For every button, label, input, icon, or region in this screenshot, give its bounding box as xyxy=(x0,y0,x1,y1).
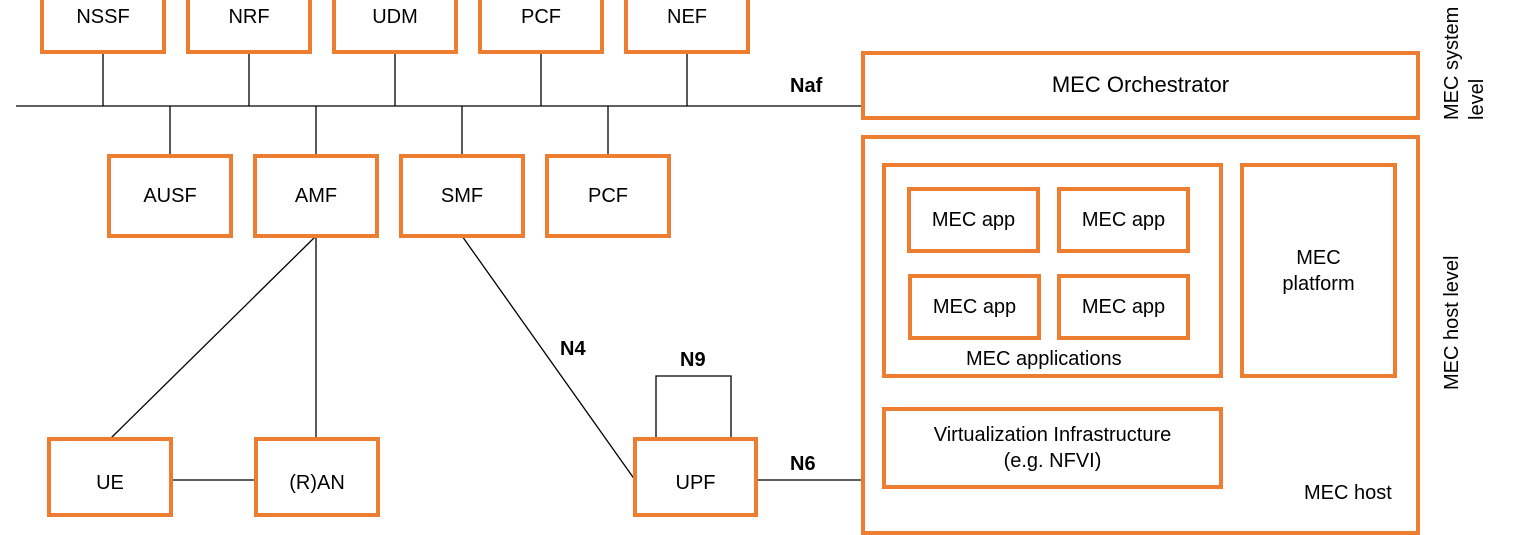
node-label: (R)AN xyxy=(289,472,345,494)
nf-smf: SMF xyxy=(399,154,525,238)
nf-ausf: AUSF xyxy=(107,154,233,238)
platform-label-line1: MEC xyxy=(1296,246,1341,269)
node-label: UPF xyxy=(675,472,716,494)
nf-label: NSSF xyxy=(76,6,130,28)
mec-app: MEC app xyxy=(1057,274,1190,340)
nf-label: SMF xyxy=(440,185,484,207)
interface-naf-label: Naf xyxy=(790,75,823,97)
app-label: MEC app xyxy=(1081,209,1166,231)
virtualization-label-line1: Virtualization Infrastructure xyxy=(933,424,1172,446)
node-label: UE xyxy=(96,472,124,494)
nf-label: AMF xyxy=(294,185,338,207)
nf-label: UDM xyxy=(372,6,418,28)
interface-n6-label: N6 xyxy=(790,453,816,475)
mec-app: MEC app xyxy=(1057,187,1190,253)
nf-nrf: NRF xyxy=(186,0,312,54)
n4-link xyxy=(461,235,636,481)
nf-label: PCF xyxy=(588,185,628,207)
nf-label: AUSF xyxy=(143,185,197,207)
nf-label: NEF xyxy=(667,6,707,28)
virtualization-label-line2: (e.g. NFVI) xyxy=(1003,450,1102,472)
mec-host-level-label: MEC host level xyxy=(1440,256,1465,391)
app-label: MEC app xyxy=(1081,296,1166,318)
mec-system-level-label: MEC system level xyxy=(1440,7,1490,120)
nf-nssf: NSSF xyxy=(40,0,166,54)
app-label: MEC app xyxy=(932,296,1017,318)
nf-udm: UDM xyxy=(332,0,458,54)
connection-lines xyxy=(16,52,862,481)
host-level-text: MEC host level xyxy=(1441,255,1463,391)
amf-ue-link xyxy=(109,235,317,440)
mec-host-label: MEC host xyxy=(1304,482,1392,504)
virtualization-infrastructure: Virtualization Infrastructure (e.g. NFVI… xyxy=(882,407,1223,489)
mec-app: MEC app xyxy=(908,274,1041,340)
node-ran: (R)AN xyxy=(254,437,380,517)
interface-n4-label: N4 xyxy=(560,338,586,360)
system-level-line1: MEC system xyxy=(1441,6,1463,120)
n9-loop xyxy=(655,375,732,439)
mec-app: MEC app xyxy=(907,187,1040,253)
node-upf: UPF xyxy=(633,437,758,517)
nf-label: PCF xyxy=(521,6,561,28)
mec-orchestrator: MEC Orchestrator xyxy=(861,51,1420,120)
mec-platform: MEC platform xyxy=(1240,163,1397,378)
nf-label: NRF xyxy=(228,6,270,28)
interface-n9-label: N9 xyxy=(680,349,706,371)
mec-applications-label: MEC applications xyxy=(966,348,1122,370)
system-level-line2: level xyxy=(1466,78,1488,120)
nf-amf: AMF xyxy=(253,154,379,238)
platform-label-line2: platform xyxy=(1282,272,1355,295)
nf-pcf-bottom: PCF xyxy=(545,154,671,238)
app-label: MEC app xyxy=(931,209,1016,231)
orchestrator-label: MEC Orchestrator xyxy=(1051,72,1230,98)
nf-nef: NEF xyxy=(624,0,750,54)
node-ue: UE xyxy=(47,437,173,517)
nf-pcf-top: PCF xyxy=(478,0,604,54)
